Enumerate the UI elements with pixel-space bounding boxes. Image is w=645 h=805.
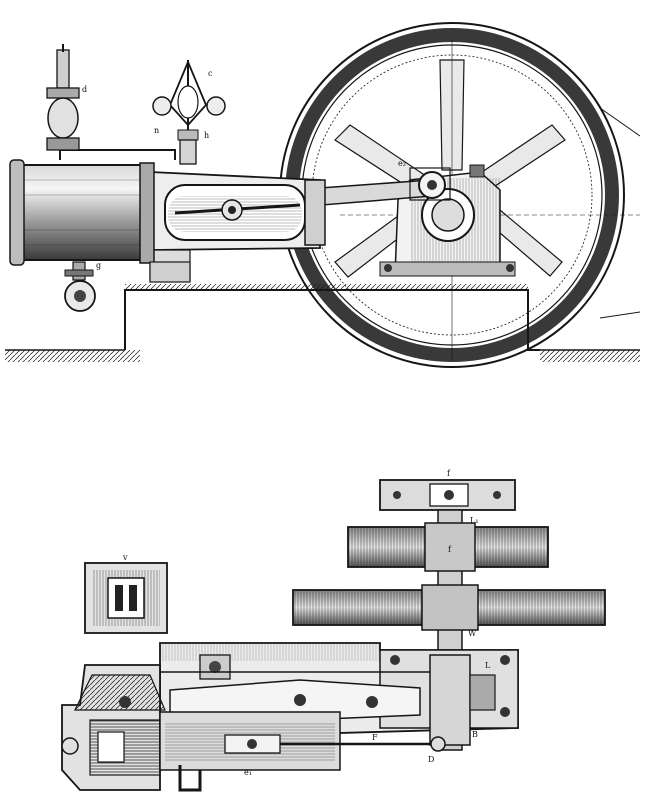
cylinder-plan: e₁ <box>61 664 341 792</box>
governor: c n h <box>152 59 226 165</box>
plan-view: v f L₁ f W <box>61 469 606 792</box>
label-n: n <box>154 126 159 135</box>
side-elevation: g d c n h e₂ <box>5 22 641 368</box>
label-B: B <box>472 730 478 739</box>
connecting-rod <box>319 167 451 206</box>
label-d: d <box>82 85 87 94</box>
label-f-pulley: f <box>448 545 452 554</box>
flywheel-plan: W <box>292 584 606 638</box>
label-W: W <box>468 629 477 638</box>
label-e1: e₁ <box>244 768 252 777</box>
label-D: D <box>428 755 434 764</box>
main-bearing <box>379 164 516 277</box>
label-g: g <box>96 261 101 270</box>
drain-cock: g <box>64 261 101 312</box>
belt-pulley: f <box>347 522 549 572</box>
piston-rod: F B D <box>280 730 478 764</box>
label-v: v <box>122 553 128 562</box>
outer-bearing: f L₁ <box>379 469 516 525</box>
label-h: h <box>204 131 209 140</box>
cylinder <box>9 149 191 283</box>
stop-valve: d <box>46 44 87 151</box>
label-e2: e₂ <box>398 159 406 168</box>
label-F: F <box>372 733 378 742</box>
label-f-bearing: f <box>447 469 451 478</box>
label-L1: L₁ <box>470 516 479 525</box>
label-c: c <box>208 69 213 78</box>
label-L: L <box>485 661 491 670</box>
valve-section: v <box>84 553 168 634</box>
